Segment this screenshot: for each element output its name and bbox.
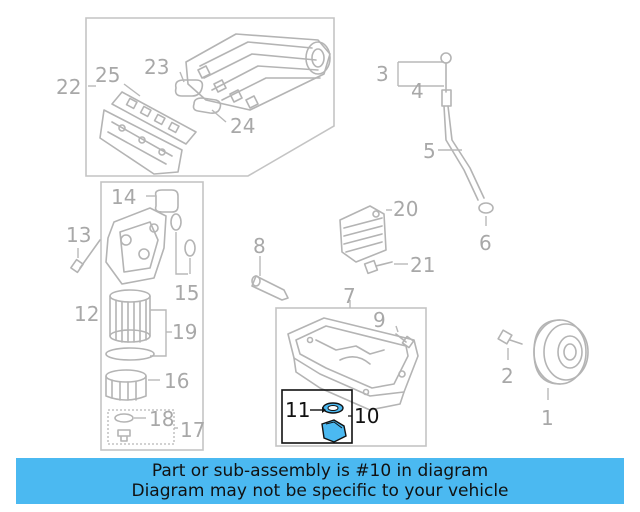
callout-5: 5 xyxy=(423,139,436,163)
callout-19: 19 xyxy=(172,320,197,344)
oil-pan-group xyxy=(275,300,427,447)
gasket-25 xyxy=(111,91,197,145)
banner-line-1: Part or sub-assembly is #10 in diagram xyxy=(151,461,489,481)
callout-7: 7 xyxy=(343,284,356,308)
callout-2: 2 xyxy=(501,364,514,388)
drain-washer-18 xyxy=(114,413,134,423)
callout-21: 21 xyxy=(410,253,435,277)
callout-17: 17 xyxy=(180,418,205,442)
part-10-drain-plug xyxy=(321,419,347,443)
callout-1: 1 xyxy=(541,406,554,430)
callout-6: 6 xyxy=(479,231,492,255)
callout-3: 3 xyxy=(376,62,389,86)
intake-manifold-group xyxy=(85,17,335,177)
bolt-13 xyxy=(70,239,101,274)
dipstick-seal xyxy=(478,202,494,214)
dipstick xyxy=(440,52,485,201)
callout-25: 25 xyxy=(95,63,120,87)
oil-filter-housing xyxy=(105,207,167,285)
pulley-bolt-2 xyxy=(497,329,523,345)
oil-filter-group-frame xyxy=(100,181,204,451)
callout-23: 23 xyxy=(144,55,169,79)
o-ring-15a xyxy=(170,213,182,231)
gasket-24 xyxy=(192,97,222,114)
callout-8: 8 xyxy=(253,234,266,258)
lower-intake-piece xyxy=(99,109,183,175)
callout-15: 15 xyxy=(174,281,199,305)
filter-o-ring xyxy=(105,347,155,361)
o-ring-15b xyxy=(184,239,196,257)
callout-18: 18 xyxy=(149,407,174,431)
callout-12: 12 xyxy=(74,302,99,326)
bolt-21 xyxy=(363,259,393,275)
drain-plug-18 xyxy=(117,429,131,442)
oil-filter-cap xyxy=(105,369,147,401)
intake-manifold xyxy=(185,33,331,111)
callout-16: 16 xyxy=(164,369,189,393)
callout-24: 24 xyxy=(230,114,255,138)
callout-11: 11 xyxy=(285,398,310,422)
callout-13: 13 xyxy=(66,223,91,247)
info-banner: Part or sub-assembly is #10 in diagram D… xyxy=(16,458,624,504)
callout-14: 14 xyxy=(111,185,136,209)
intake-group-frame xyxy=(85,17,335,177)
part-8-tube xyxy=(251,275,289,301)
drain-subassembly-frame xyxy=(107,409,175,445)
oil-pan-group-frame xyxy=(275,307,427,447)
oil-pan xyxy=(287,317,419,411)
callout-20: 20 xyxy=(393,197,418,221)
callout-22: 22 xyxy=(56,75,81,99)
banner-line-2: Diagram may not be specific to your vehi… xyxy=(131,481,509,501)
oil-cooler xyxy=(339,205,387,263)
callout-10: 10 xyxy=(354,404,379,428)
gasket-23 xyxy=(174,79,204,97)
housing-gasket-14 xyxy=(154,189,179,213)
crankshaft-pulley xyxy=(533,319,589,385)
dipstick-group xyxy=(397,52,494,226)
callout-4: 4 xyxy=(411,79,424,103)
callout-9: 9 xyxy=(373,308,386,332)
part-10-subassembly xyxy=(281,389,353,444)
oil-filter-group xyxy=(70,181,204,451)
oil-filter-element xyxy=(109,289,151,343)
bolt-9 xyxy=(395,333,415,349)
